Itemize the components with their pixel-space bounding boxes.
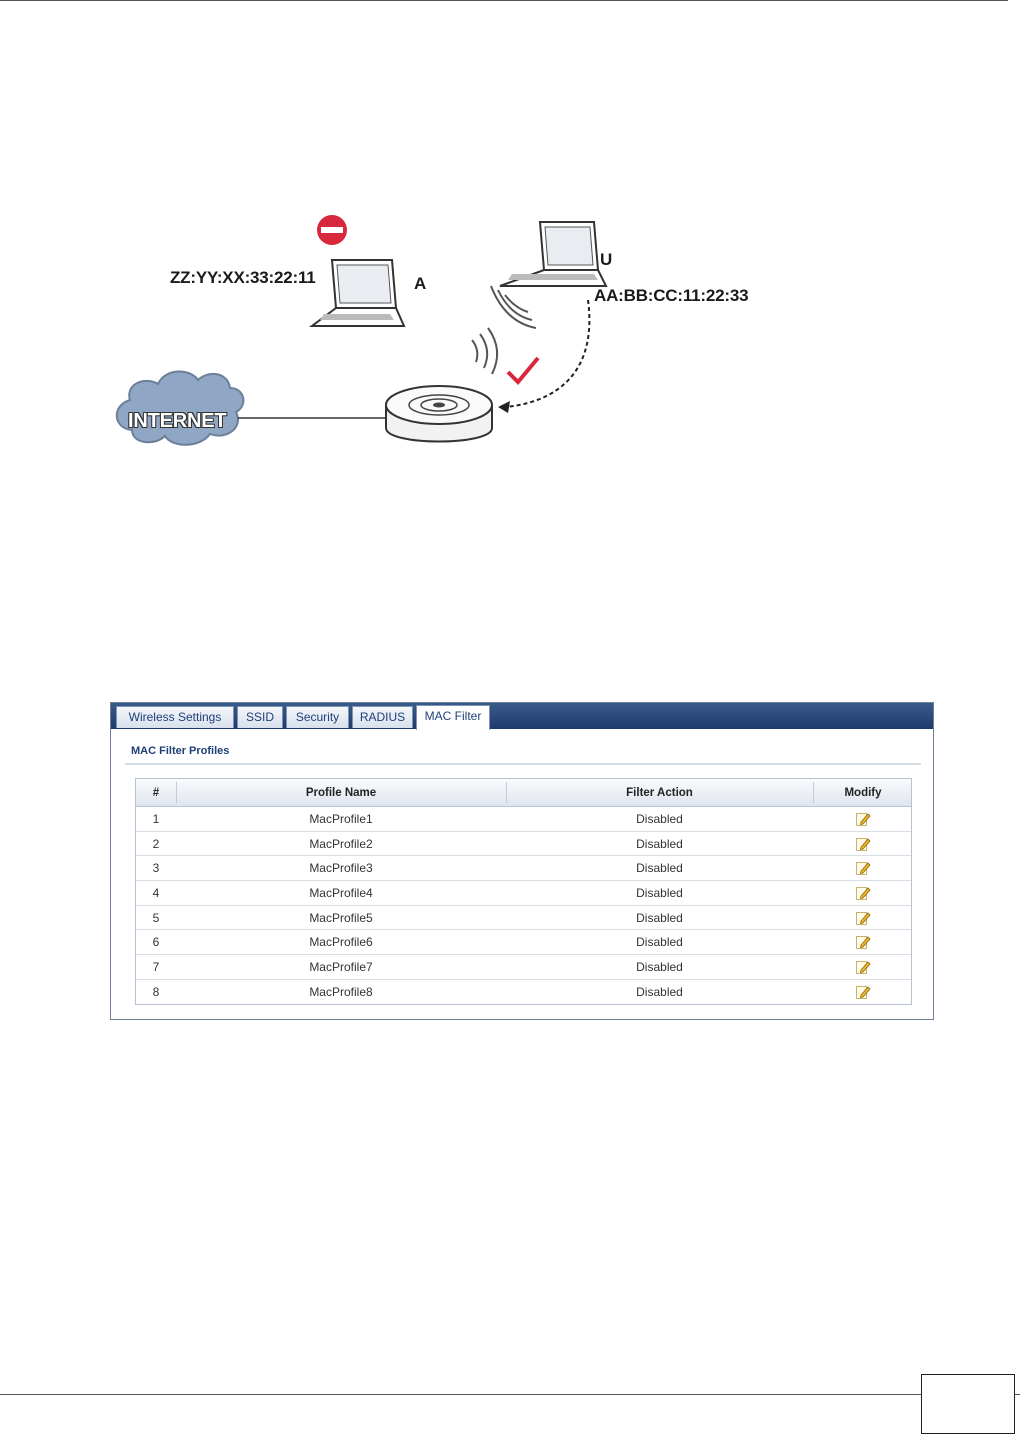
row-profile-name: MacProfile3: [309, 861, 373, 876]
row-number: 1: [152, 811, 160, 826]
tab-mac-filter[interactable]: MAC Filter: [416, 705, 490, 730]
row-number: 6: [152, 935, 160, 950]
header-rule: [0, 0, 1008, 1]
mac-filter-diagram: ZZ:YY:XX:33:22:11 A U AA:BB:CC:11:22:33 …: [110, 200, 790, 470]
table-row: 2 MacProfile2 Disabled: [136, 831, 911, 857]
laptop-u-label: U: [600, 250, 613, 269]
row-profile-name: MacProfile5: [309, 910, 373, 925]
table-row: 1 MacProfile1 Disabled: [136, 807, 911, 832]
laptop-u-icon: [499, 221, 608, 287]
row-number: 3: [152, 861, 160, 876]
table-row: 4 MacProfile4 Disabled: [136, 881, 911, 906]
access-point-icon: [385, 385, 493, 443]
row-profile-name: MacProfile4: [309, 885, 373, 900]
internet-label: INTERNET: [128, 410, 227, 432]
row-number: 2: [152, 836, 160, 851]
mac-filter-panel: Wireless Settings SSID Security RADIUS M…: [110, 702, 934, 1020]
edit-icon[interactable]: [855, 934, 871, 950]
edit-icon[interactable]: [855, 910, 871, 926]
table-row: 5 MacProfile5 Disabled: [136, 905, 911, 931]
row-profile-name: MacProfile1: [309, 811, 373, 826]
row-profile-name: MacProfile2: [309, 836, 373, 851]
header-number[interactable]: #: [152, 786, 160, 799]
edit-icon[interactable]: [855, 836, 871, 852]
connection-arrow: [505, 299, 591, 408]
wifi-signal-icon: [471, 327, 499, 375]
blocked-icon: [317, 215, 347, 245]
header-filter-action[interactable]: Filter Action: [626, 786, 693, 799]
row-profile-name: MacProfile6: [309, 935, 373, 950]
edit-icon[interactable]: [855, 811, 871, 827]
arrowhead: [498, 401, 510, 413]
mac-profile-table: # Profile Name Filter Action Modify 1 Ma…: [135, 778, 912, 1005]
row-profile-name: MacProfile7: [309, 959, 373, 974]
diagram-art: [115, 215, 608, 446]
edit-icon[interactable]: [855, 959, 871, 975]
table-row: 8 MacProfile8 Disabled: [136, 979, 911, 1004]
header-modify: Modify: [844, 786, 882, 799]
tab-radius[interactable]: RADIUS: [352, 706, 413, 728]
row-number: 5: [152, 910, 160, 925]
row-filter-action: Disabled: [636, 910, 683, 925]
tab-wireless-settings[interactable]: Wireless Settings: [116, 706, 234, 728]
table-row: 3 MacProfile3 Disabled: [136, 856, 911, 882]
table-row: 6 MacProfile6 Disabled: [136, 930, 911, 956]
allowed-check-icon: [506, 356, 540, 385]
tab-bar: Wireless Settings SSID Security RADIUS M…: [111, 703, 933, 730]
laptop-a-icon: [309, 259, 406, 327]
internet-cloud: [115, 370, 245, 446]
row-filter-action: Disabled: [636, 885, 683, 900]
laptop-u-mac: AA:BB:CC:11:22:33: [594, 286, 749, 305]
row-filter-action: Disabled: [636, 959, 683, 974]
row-number: 4: [152, 885, 160, 900]
row-profile-name: MacProfile8: [309, 984, 373, 999]
row-filter-action: Disabled: [636, 836, 683, 851]
row-filter-action: Disabled: [636, 984, 683, 999]
header-profile-name[interactable]: Profile Name: [305, 786, 377, 799]
row-number: 7: [152, 959, 160, 974]
section-title: MAC Filter Profiles: [131, 745, 230, 757]
footer-rule: [0, 1394, 1020, 1395]
edit-icon[interactable]: [855, 860, 871, 876]
tab-ssid[interactable]: SSID: [237, 706, 283, 728]
edit-icon[interactable]: [855, 885, 871, 901]
row-filter-action: Disabled: [636, 861, 683, 876]
row-number: 8: [152, 984, 160, 999]
edit-icon[interactable]: [855, 984, 871, 1000]
wifi-signal-icon: [490, 285, 537, 329]
row-filter-action: Disabled: [636, 811, 683, 826]
section-divider: [125, 763, 921, 765]
row-filter-action: Disabled: [636, 935, 683, 950]
page-number-box: [921, 1374, 1015, 1434]
laptop-a-label: A: [414, 274, 427, 293]
table-row: 7 MacProfile7 Disabled: [136, 955, 911, 980]
laptop-a-mac: ZZ:YY:XX:33:22:11: [170, 268, 316, 287]
tab-security[interactable]: Security: [286, 706, 349, 728]
table-header: # Profile Name Filter Action Modify: [136, 779, 911, 807]
